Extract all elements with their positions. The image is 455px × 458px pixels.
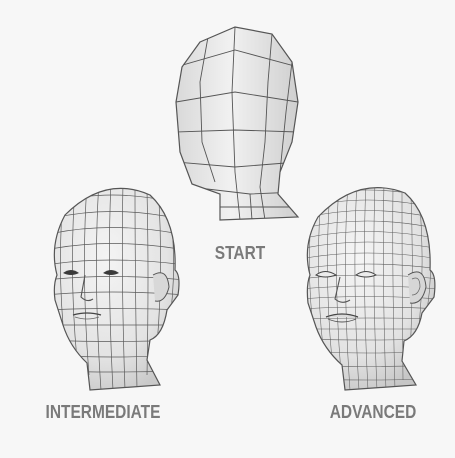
label-advanced: ADVANCED [321, 402, 424, 423]
mid-poly-head-model-icon [35, 175, 185, 395]
label-start: START [201, 243, 278, 264]
high-poly-head-model-icon [290, 175, 440, 395]
label-intermediate: INTERMEDIATE [26, 402, 181, 423]
